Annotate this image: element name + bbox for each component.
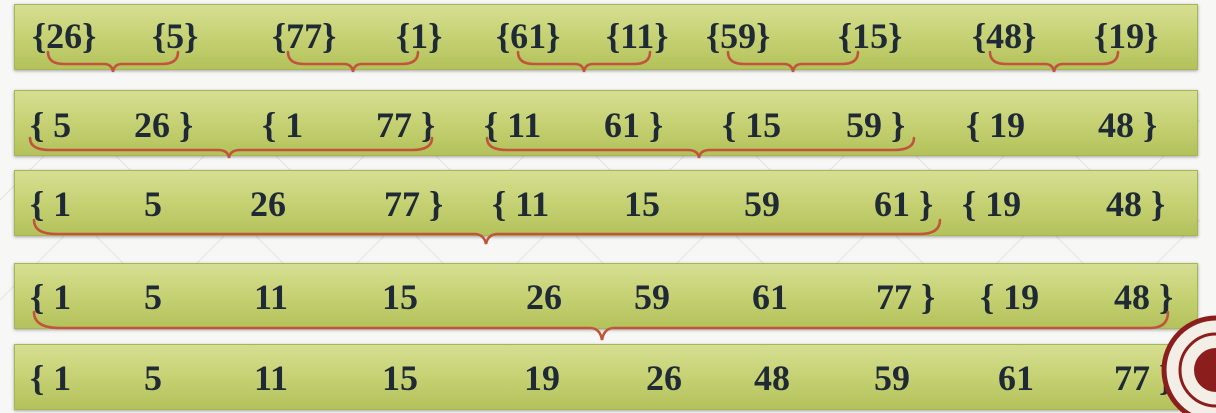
row1-item: {15} bbox=[838, 16, 903, 56]
row3-item: { 11 bbox=[492, 184, 550, 224]
university-seal-icon bbox=[1161, 315, 1216, 413]
row4-item: { 1 bbox=[30, 277, 72, 317]
row4-item: 77 } bbox=[876, 277, 936, 317]
row5-item: 48 bbox=[754, 358, 790, 398]
row3-item: { 19 bbox=[962, 184, 1022, 224]
row5-item: 61 bbox=[998, 358, 1034, 398]
row1-item: {61} bbox=[496, 16, 561, 56]
row3-item: 77 } bbox=[384, 184, 444, 224]
row2-item: 61 } bbox=[604, 105, 664, 145]
row5-item: { 1 bbox=[30, 358, 72, 398]
row3-item: 61 } bbox=[874, 184, 934, 224]
row1-item: {77} bbox=[272, 16, 337, 56]
row2-item: 77 } bbox=[376, 105, 436, 145]
row4-item: 15 bbox=[382, 277, 418, 317]
row1-item: {48} bbox=[972, 16, 1037, 56]
row3-item: 59 bbox=[744, 184, 780, 224]
row4-item: 5 bbox=[144, 277, 162, 317]
row3-item: 48 } bbox=[1106, 184, 1166, 224]
row4-item: 59 bbox=[634, 277, 670, 317]
row5-item: 15 bbox=[382, 358, 418, 398]
row1-item: {26} bbox=[32, 16, 97, 56]
row1-item: {59} bbox=[706, 16, 771, 56]
row4-item: { 19 bbox=[980, 277, 1040, 317]
row5-item: 26 bbox=[646, 358, 682, 398]
row1-item: {11} bbox=[606, 16, 669, 56]
row1-item: {19} bbox=[1094, 16, 1159, 56]
row2-item: { 15 bbox=[722, 105, 782, 145]
row4-item: 61 bbox=[752, 277, 788, 317]
row2-item: { 19 bbox=[966, 105, 1026, 145]
row5-item: 5 bbox=[144, 358, 162, 398]
row3-item: 26 bbox=[250, 184, 286, 224]
row2-item: { 5 bbox=[30, 105, 72, 145]
row5-item: 11 bbox=[254, 358, 289, 398]
row1-item: {1} bbox=[396, 16, 443, 56]
row2-item: 59 } bbox=[846, 105, 906, 145]
row5-item: 59 bbox=[874, 358, 910, 398]
row4-item: 48 } bbox=[1114, 277, 1174, 317]
row3-item: 5 bbox=[144, 184, 162, 224]
row2-item: { 1 bbox=[262, 105, 304, 145]
row5-item: 19 bbox=[524, 358, 560, 398]
row2-item: { 11 bbox=[484, 105, 542, 145]
row4-item: 26 bbox=[526, 277, 562, 317]
row2-item: 48 } bbox=[1098, 105, 1158, 145]
row3-item: 15 bbox=[624, 184, 660, 224]
row4-item: 11 bbox=[254, 277, 289, 317]
row1-item: {5} bbox=[152, 16, 199, 56]
row2-item: 26 } bbox=[134, 105, 194, 145]
row3-item: { 1 bbox=[30, 184, 72, 224]
